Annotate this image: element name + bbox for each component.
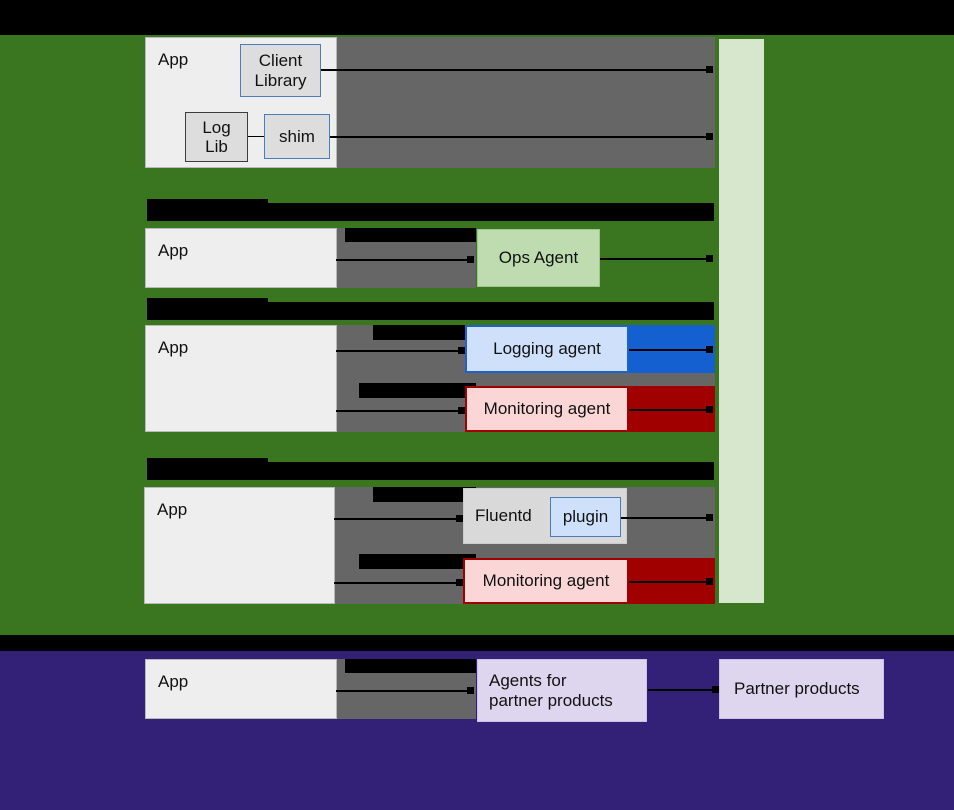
ops-agent-output-wire [600, 258, 710, 260]
fluentd-label: Fluentd [475, 506, 532, 526]
ops-agent-label: Ops Agent [498, 248, 579, 268]
client-library-label: Client Library [254, 51, 307, 90]
row2-app-to-agent-wire [336, 259, 471, 261]
row3-app-to-monitoring-wire [336, 410, 462, 412]
highlight-column [717, 37, 766, 605]
shim-wire [330, 136, 710, 138]
partner-products-box: Partner products [719, 659, 884, 719]
log-lib-box: Log Lib [185, 112, 248, 162]
partner-agents-box: Agents for partner products [477, 659, 647, 722]
row2-heading-redaction [147, 203, 714, 221]
row3-heading-redaction [147, 302, 714, 320]
row4-monitoring-output-arrow-head-icon [706, 578, 713, 585]
row3-monitoring-agent-box: Monitoring agent [465, 386, 629, 432]
row3-monitoring-agent-output-wire [629, 409, 710, 411]
row4-app-to-monitoring-wire [334, 582, 460, 584]
logging-agent-output-wire [629, 349, 710, 351]
row4-monitoring-agent-box: Monitoring agent [463, 558, 629, 604]
client-library-wire-arrow-head-icon [706, 66, 713, 73]
row3-app-box: App [145, 325, 337, 432]
row5-app-to-agents-wire [336, 690, 471, 692]
row4-inline-redaction-black-bottom [359, 554, 476, 569]
logging-agent-wire-arrow-head-icon [706, 346, 713, 353]
row4-app-to-fluentd-wire [334, 518, 460, 520]
row3-monitoring-agent-label: Monitoring agent [483, 399, 611, 419]
ops-agent-wire-arrow-head-icon [706, 255, 713, 262]
row5-app-box: App [145, 659, 337, 719]
logging-agent-label: Logging agent [493, 339, 601, 359]
row1-redaction-gray [336, 37, 715, 168]
section-divider-black-band [0, 635, 954, 651]
loglib-to-shim-connector [248, 136, 264, 137]
row3-app-label: App [158, 338, 189, 357]
partner-products-arrow-head-icon [712, 686, 719, 693]
row4-app-label: App [157, 500, 188, 519]
fluentd-plugin-box: plugin [550, 497, 621, 537]
row2-app-wire-arrow-head-icon [467, 256, 474, 263]
row4-inline-redaction-black-top [373, 487, 476, 502]
partner-agents-to-products-wire [648, 689, 716, 691]
row2-app-label: App [158, 241, 189, 260]
shim-box: shim [264, 114, 330, 159]
row3-logging-wire-arrow-head-icon [458, 347, 465, 354]
row3-inline-redaction-black-top [373, 325, 476, 340]
row5-app-label: App [158, 672, 189, 691]
log-lib-label: Log Lib [202, 117, 231, 156]
row3-app-to-logging-wire [336, 350, 462, 352]
partner-products-label: Partner products [734, 679, 860, 699]
row4-app-box: App [144, 487, 335, 604]
row4-monitoring-wire-arrow-head-icon [456, 579, 463, 586]
logging-agent-box: Logging agent [465, 325, 629, 373]
partner-agents-label: Agents for partner products [489, 671, 613, 710]
row3-inline-redaction-black-bottom [359, 383, 476, 398]
row3-monitoring-wire-arrow-head-icon [458, 407, 465, 414]
shim-wire-arrow-head-icon [706, 133, 713, 140]
row2-inline-redaction-black [345, 228, 476, 242]
shim-label: shim [279, 126, 315, 146]
fluentd-plugin-label: plugin [562, 507, 609, 527]
row5-app-wire-arrow-head-icon [467, 687, 474, 694]
row1-app-label: App [158, 50, 189, 69]
row5-inline-redaction-black [345, 659, 476, 673]
ops-agent-box: Ops Agent [477, 229, 600, 287]
row4-monitoring-agent-label: Monitoring agent [482, 571, 610, 591]
row3-monitoring-output-arrow-head-icon [706, 406, 713, 413]
row4-monitoring-agent-output-wire [629, 581, 710, 583]
client-library-wire [321, 69, 710, 71]
fluentd-output-arrow-head-icon [706, 514, 713, 521]
top-black-band [0, 0, 954, 35]
fluentd-output-wire [621, 517, 710, 519]
row4-fluentd-wire-arrow-head-icon [456, 515, 463, 522]
row2-app-box: App [145, 228, 337, 288]
row4-heading-redaction [147, 462, 714, 480]
client-library-box: Client Library [240, 44, 321, 97]
